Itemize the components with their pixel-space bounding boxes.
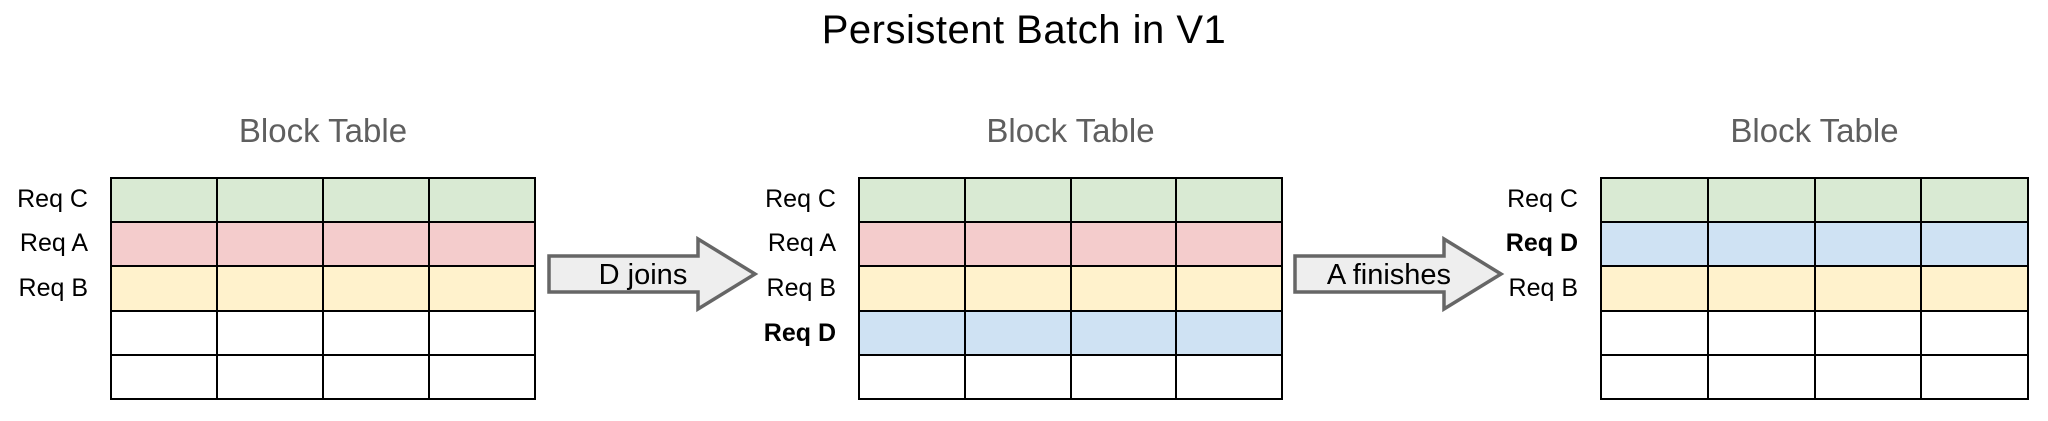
block-grid-3 bbox=[1600, 177, 2029, 400]
block-cell bbox=[429, 178, 535, 223]
block-cell bbox=[1176, 354, 1282, 399]
row-label: Req C bbox=[765, 184, 836, 213]
block-cell bbox=[217, 178, 323, 223]
block-cell bbox=[1601, 222, 1708, 267]
block-cell bbox=[111, 222, 217, 267]
row-label: Req C bbox=[17, 184, 88, 213]
block-cell bbox=[429, 354, 535, 399]
block-cell bbox=[217, 354, 323, 399]
block-cell bbox=[964, 178, 1071, 223]
block-cell bbox=[429, 266, 535, 311]
block-cell bbox=[1921, 222, 2028, 267]
row-labels-3: Req C Req D Req B bbox=[1428, 177, 1578, 400]
block-cell bbox=[1070, 222, 1177, 267]
block-cell bbox=[1176, 310, 1282, 355]
block-cell bbox=[217, 222, 323, 267]
block-cell bbox=[859, 266, 965, 311]
block-cell bbox=[964, 266, 1071, 311]
block-cell bbox=[323, 222, 429, 267]
block-cell bbox=[111, 266, 217, 311]
right-arrow-shape bbox=[547, 235, 759, 313]
block-cell bbox=[217, 310, 323, 355]
block-cell bbox=[1921, 354, 2028, 399]
block-cell bbox=[429, 222, 535, 267]
row-labels-1: Req C Req A Req B bbox=[0, 177, 88, 400]
block-cell bbox=[1814, 354, 1922, 399]
block-cell bbox=[323, 178, 429, 223]
row-label: Req B bbox=[1508, 273, 1578, 302]
block-cell bbox=[217, 266, 323, 311]
row-label bbox=[1428, 355, 1578, 400]
block-table-heading-3: Block Table bbox=[1730, 112, 1899, 149]
block-grid-1 bbox=[110, 177, 536, 400]
block-cell bbox=[1921, 310, 2028, 355]
row-label: Req B bbox=[18, 273, 88, 302]
block-cell bbox=[859, 178, 965, 223]
row-label bbox=[686, 355, 836, 400]
row-label: Req D bbox=[1505, 229, 1578, 258]
block-cell bbox=[1921, 266, 2028, 311]
block-cell bbox=[1070, 354, 1177, 399]
block-cell bbox=[1921, 178, 2028, 223]
block-cell bbox=[964, 310, 1071, 355]
block-cell bbox=[1070, 178, 1177, 223]
block-table-heading-1: Block Table bbox=[238, 112, 408, 149]
block-cell bbox=[1070, 266, 1177, 311]
block-cell bbox=[1707, 178, 1815, 223]
arrow-a-finishes-label: A finishes bbox=[1327, 259, 1451, 291]
block-cell bbox=[1601, 266, 1708, 311]
block-cell bbox=[323, 266, 429, 311]
block-cell bbox=[111, 178, 217, 223]
block-cell bbox=[1070, 310, 1177, 355]
block-cell bbox=[964, 222, 1071, 267]
arrow-d-joins-icon: D joins bbox=[547, 235, 759, 313]
block-cell bbox=[1814, 178, 1922, 223]
block-cell bbox=[964, 354, 1071, 399]
block-grid-2 bbox=[858, 177, 1283, 400]
block-cell bbox=[1176, 222, 1282, 267]
block-cell bbox=[323, 354, 429, 399]
arrow-a-finishes-icon: A finishes bbox=[1293, 235, 1505, 313]
block-cell bbox=[111, 310, 217, 355]
block-table-heading-2: Block Table bbox=[986, 112, 1155, 149]
row-label: Req A bbox=[767, 229, 836, 258]
block-cell bbox=[1707, 310, 1815, 355]
right-arrow-shape bbox=[1293, 235, 1505, 313]
block-cell bbox=[859, 354, 965, 399]
block-cell bbox=[1707, 266, 1815, 311]
block-cell bbox=[111, 354, 217, 399]
row-label: Req A bbox=[19, 229, 88, 258]
block-cell bbox=[1176, 178, 1282, 223]
block-cell bbox=[859, 222, 965, 267]
block-cell bbox=[1601, 310, 1708, 355]
block-cell bbox=[1707, 354, 1815, 399]
block-cell bbox=[1707, 222, 1815, 267]
block-cell bbox=[1176, 266, 1282, 311]
diagram-title: Persistent Batch in V1 bbox=[821, 8, 1227, 52]
block-cell bbox=[1601, 178, 1708, 223]
row-label: Req C bbox=[1507, 184, 1578, 213]
block-cell bbox=[1601, 354, 1708, 399]
block-cell bbox=[429, 310, 535, 355]
block-cell bbox=[1814, 222, 1922, 267]
row-labels-2: Req C Req A Req B Req D bbox=[686, 177, 836, 400]
block-cell bbox=[1814, 310, 1922, 355]
row-label bbox=[0, 311, 88, 356]
block-cell bbox=[323, 310, 429, 355]
row-label: Req B bbox=[766, 273, 836, 302]
block-cell bbox=[1814, 266, 1922, 311]
row-label: Req D bbox=[763, 318, 836, 347]
row-label bbox=[1428, 311, 1578, 356]
arrow-d-joins-label: D joins bbox=[599, 259, 688, 291]
row-label bbox=[0, 355, 88, 400]
block-cell bbox=[859, 310, 965, 355]
